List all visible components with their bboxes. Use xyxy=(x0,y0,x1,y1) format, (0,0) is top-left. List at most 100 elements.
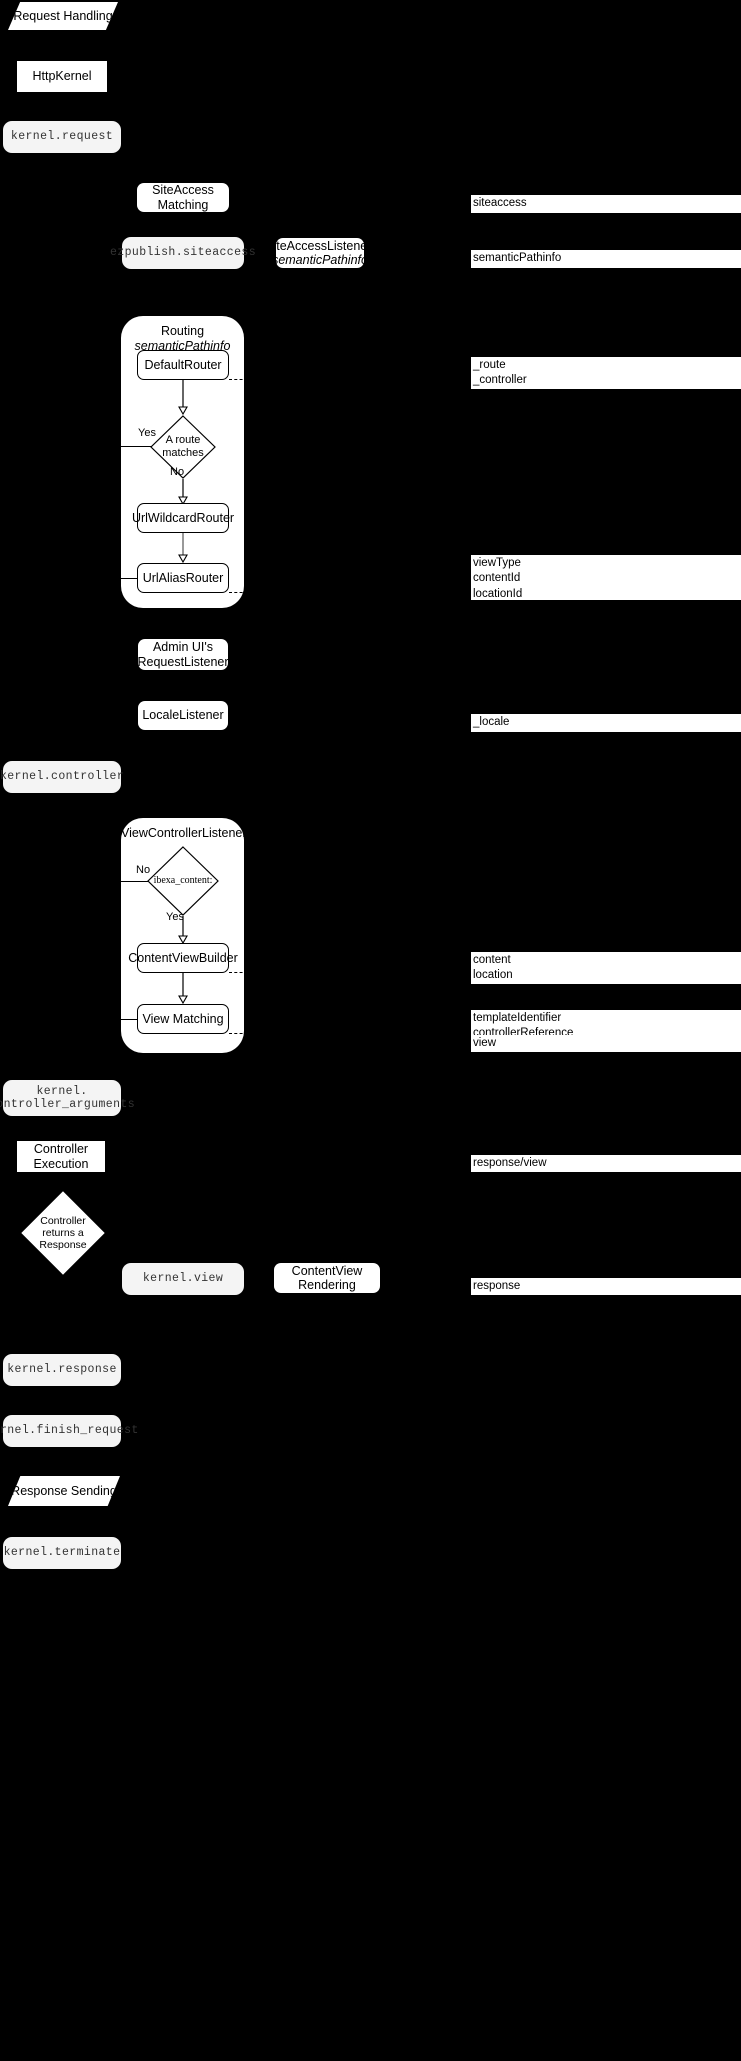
node-siteaccess-matching: SiteAccess Matching xyxy=(137,183,229,212)
attr-locale: _locale xyxy=(471,714,741,732)
node-view-matching-label: View Matching xyxy=(142,1012,224,1026)
group-view-controller-listener-title: ViewControllerListener xyxy=(121,826,247,840)
leader-default-router xyxy=(229,379,269,380)
attr-view: view xyxy=(471,1035,741,1052)
event-kernel-controller-arguments: kernel. controller_arguments xyxy=(0,1080,135,1116)
attr-view-content-location-line-0: viewType xyxy=(473,557,521,569)
node-url-wildcard-router: UrlWildcardRouter xyxy=(132,503,234,533)
event-kernel-view-label: kernel.view xyxy=(142,1272,224,1286)
event-ezpublish-siteaccess-label: ezpublish.siteaccess xyxy=(109,246,257,260)
event-kernel-view: kernel.view xyxy=(122,1263,244,1295)
node-content-view-rendering: ContentView Rendering xyxy=(274,1263,380,1293)
node-content-view-builder: ContentViewBuilder xyxy=(128,943,238,973)
decision-controller-returns-a-response-line3: Response xyxy=(39,1239,87,1252)
decision-controller-is-ibexa-content-yes: Yes xyxy=(166,911,184,923)
arrow-defaultrouter-to-decision xyxy=(178,380,188,416)
attr-content-location-line-1: location xyxy=(473,969,513,982)
event-kernel-controller-label: kernel.controller xyxy=(0,770,125,784)
attr-view-content-location: viewType contentId locationId xyxy=(471,555,741,600)
edge-viewmatching-left xyxy=(121,1019,138,1021)
node-siteaccess-listener-line2: semanticPathinfo xyxy=(272,253,368,267)
edge-no-ibexa-content xyxy=(121,881,148,883)
node-view-matching: View Matching xyxy=(137,1004,229,1034)
node-content-view-builder-label: ContentViewBuilder xyxy=(128,951,238,965)
edge-urlalias-left xyxy=(121,578,138,580)
attr-view-content-location-line-2: locationId xyxy=(473,587,523,600)
decision-controller-returns-a-response xyxy=(21,1191,105,1275)
decision-controller-is-ibexa-content-no: No xyxy=(136,864,151,876)
attr-locale-line-0: _locale xyxy=(473,716,510,728)
arrow-contentviewbuilder-to-viewmatching xyxy=(178,973,188,1005)
event-kernel-request: kernel.request xyxy=(3,121,121,153)
node-admin-ui-request-listener-line2: RequestListener xyxy=(137,654,229,669)
attr-response-view-line-0: response/view xyxy=(473,1157,547,1169)
event-kernel-request-label: kernel.request xyxy=(10,130,114,144)
banner-request-handling: Request Handling xyxy=(8,2,118,30)
arrow-decision-to-contentviewbuilder xyxy=(178,916,188,945)
attr-siteaccess: siteaccess xyxy=(471,195,741,213)
node-url-alias-router-label: UrlAliasRouter xyxy=(142,571,224,585)
banner-response-sending: Response Sending xyxy=(8,1476,120,1506)
decision-controller-is-ibexa-content xyxy=(147,846,219,916)
attr-response-line-0: response xyxy=(473,1280,521,1292)
banner-response-sending-label: Response Sending xyxy=(11,1483,117,1498)
event-kernel-controller: kernel.controller xyxy=(0,761,125,793)
attr-view-line-0: view xyxy=(473,1037,497,1049)
attr-response: response xyxy=(471,1278,741,1295)
event-ezpublish-siteaccess: ezpublish.siteaccess xyxy=(110,237,256,269)
node-httpkernel: HttpKernel xyxy=(17,61,107,92)
node-url-alias-router: UrlAliasRouter xyxy=(137,563,229,593)
decision-a-route-matches-line1: A route xyxy=(165,434,201,447)
node-controller-execution: Controller Execution xyxy=(17,1141,105,1172)
node-admin-ui-request-listener: Admin UI's RequestListener xyxy=(137,639,229,670)
node-controller-execution-label: Controller Execution xyxy=(33,1142,89,1171)
attr-route-controller-line-1: _controller xyxy=(473,374,527,387)
node-siteaccess-listener-line1: SiteAccessListener: xyxy=(265,238,375,253)
node-siteaccess-matching-label: SiteAccess Matching xyxy=(152,183,214,212)
attr-route-controller-line-0: _route xyxy=(473,359,506,371)
decision-controller-returns-a-response-line1: Controller xyxy=(40,1214,86,1227)
decision-a-route-matches xyxy=(150,415,216,479)
leader-content-view-builder xyxy=(229,972,269,973)
node-default-router: DefaultRouter xyxy=(137,350,229,380)
attr-semanticpathinfo-line-0: semanticPathinfo xyxy=(473,252,562,264)
edge-yes-route-matches xyxy=(121,446,152,448)
decision-controller-returns-a-response-line2: returns a xyxy=(42,1226,84,1239)
attr-response-view: response/view xyxy=(471,1155,741,1172)
decision-a-route-matches-text: A route matches xyxy=(150,415,216,479)
node-url-wildcard-router-label: UrlWildcardRouter xyxy=(131,511,235,525)
arrow-urlwildcard-to-urlalias xyxy=(178,533,188,564)
event-kernel-terminate: kernel.terminate xyxy=(3,1537,121,1569)
node-httpkernel-label: HttpKernel xyxy=(32,69,92,84)
event-kernel-finish-request-label: kernel.finish_request xyxy=(0,1424,139,1438)
decision-a-route-matches-no: No xyxy=(170,466,185,478)
decision-a-route-matches-yes: Yes xyxy=(138,427,156,439)
attr-view-content-location-line-1: contentId xyxy=(473,572,521,585)
group-routing-title-plain: Routing xyxy=(160,324,205,338)
banner-request-handling-label: Request Handling xyxy=(13,8,113,23)
group-routing-title-italic: semanticPathinfo xyxy=(134,339,231,353)
event-kernel-controller-arguments-label: kernel. controller_arguments xyxy=(0,1084,136,1111)
event-kernel-response: kernel.response xyxy=(3,1354,121,1386)
attr-route-controller: _route _controller xyxy=(471,357,741,389)
decision-controller-is-ibexa-content-text: ibexa_content: xyxy=(147,846,219,916)
node-default-router-label: DefaultRouter xyxy=(144,358,222,372)
attr-siteaccess-line-0: siteaccess xyxy=(473,197,527,209)
event-kernel-finish-request: kernel.finish_request xyxy=(0,1415,138,1447)
decision-controller-returns-a-response-text: Controller returns a Response xyxy=(22,1192,104,1274)
arrow-decision-to-urlwildcardrouter xyxy=(178,479,188,506)
attr-content-location: content location xyxy=(471,952,741,984)
event-kernel-response-label: kernel.response xyxy=(7,1363,117,1377)
leader-view-matching xyxy=(229,1033,269,1034)
decision-a-route-matches-line2: matches xyxy=(162,447,204,459)
node-content-view-rendering-label: ContentView Rendering xyxy=(291,1263,363,1292)
node-locale-listener-label: LocaleListener xyxy=(142,708,224,723)
node-locale-listener: LocaleListener xyxy=(138,701,228,730)
event-kernel-terminate-label: kernel.terminate xyxy=(3,1546,121,1560)
node-siteaccess-listener: SiteAccessListener: semanticPathinfo xyxy=(265,238,375,268)
leader-url-alias-router xyxy=(229,592,269,593)
node-admin-ui-request-listener-line1: Admin UI's xyxy=(152,640,214,655)
attr-content-location-line-0: content xyxy=(473,954,511,966)
attr-semanticpathinfo: semanticPathinfo xyxy=(471,250,741,268)
